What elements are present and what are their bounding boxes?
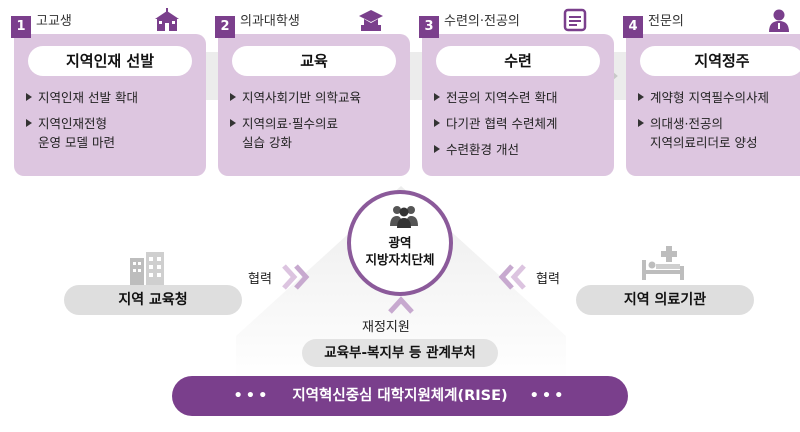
- stage-card: 지역인재 선발 지역인재 선발 확대 지역인재전형 운영 모델 마련: [14, 34, 206, 176]
- right-chevrons-icon: [282, 264, 310, 290]
- finance-box: 교육부-복지부 등 관계부처: [302, 339, 498, 367]
- stage-title: 의과대학생: [240, 14, 300, 29]
- up-chevron-icon: [388, 296, 414, 314]
- rise-bar: ••• 지역혁신중심 대학지원체계(RISE) •••: [172, 376, 628, 416]
- school-icon: [155, 8, 179, 31]
- stage-item: 다기관 협력 수련체계: [432, 114, 604, 133]
- stage-3: 3 수련의·전공의 수련 전공의 지역수련 확대 다기관 협력 수련체계 수련환…: [419, 8, 614, 176]
- stage-item: 계약형 지역필수의사제: [636, 88, 800, 107]
- people-icon: [390, 206, 418, 228]
- stage-number: 1: [11, 16, 31, 38]
- center-line1: 광역: [388, 235, 412, 250]
- stage-pill: 지역정주: [640, 46, 800, 76]
- stage-title: 전문의: [648, 14, 684, 29]
- stage-pill: 수련: [436, 46, 600, 76]
- stage-item: 전공의 지역수련 확대: [432, 88, 604, 107]
- stage-1: 1 고교생 지역인재 선발 지역인재 선발 확대 지역인재전형 운영 모델 마련: [11, 8, 206, 176]
- stage-number: 4: [623, 16, 643, 38]
- rise-text: 지역혁신중심 대학지원체계(RISE): [292, 388, 508, 404]
- stage-title: 수련의·전공의: [444, 14, 520, 29]
- stage-card: 수련 전공의 지역수련 확대 다기관 협력 수련체계 수련환경 개선: [422, 34, 614, 176]
- stage-2: 2 의과대학생 교육 지역사회기반 의학교육 지역의료·필수의료 실습 강화: [215, 10, 410, 176]
- stage-title: 고교생: [36, 14, 72, 29]
- stage-pill: 지역인재 선발: [28, 46, 192, 76]
- stage-card: 교육 지역사회기반 의학교육 지역의료·필수의료 실습 강화: [218, 34, 410, 176]
- stage-item: 지역사회기반 의학교육: [228, 88, 400, 107]
- left-chevrons-icon: [498, 264, 526, 290]
- stage-4: 4 전문의 지역정주 계약형 지역필수의사제 의대생·전공의 지역의료리더로 양…: [623, 9, 800, 176]
- stage-item: 지역의료·필수의료 실습 강화: [228, 114, 400, 152]
- right-collab-label: 협력: [536, 272, 560, 287]
- finance-label: 재정지원: [362, 320, 410, 335]
- stage-item: 지역인재 선발 확대: [24, 88, 196, 107]
- hospital-bed-icon: [642, 246, 684, 280]
- right-partner-label: 지역 의료기관: [576, 285, 754, 315]
- dots-right: •••: [529, 388, 567, 404]
- stage-item: 의대생·전공의 지역의료리더로 양성: [636, 114, 800, 152]
- center-line2: 지방자치단체: [365, 252, 435, 267]
- center-circle: 광역 지방자치단체: [347, 190, 453, 296]
- left-collab-label: 협력: [248, 272, 272, 287]
- doctor-icon: [769, 9, 789, 32]
- stage-pill: 교육: [232, 46, 396, 76]
- document-icon: [563, 8, 587, 32]
- dots-left: •••: [233, 388, 271, 404]
- left-partner-label: 지역 교육청: [64, 285, 242, 315]
- building-icon: [130, 252, 164, 286]
- stage-item: 수련환경 개선: [432, 140, 604, 159]
- stage-number: 3: [419, 16, 439, 38]
- stage-item: 지역인재전형 운영 모델 마련: [24, 114, 196, 152]
- graduation-cap-icon: [359, 10, 383, 31]
- stage-card: 지역정주 계약형 지역필수의사제 의대생·전공의 지역의료리더로 양성: [626, 34, 800, 176]
- stage-number: 2: [215, 16, 235, 38]
